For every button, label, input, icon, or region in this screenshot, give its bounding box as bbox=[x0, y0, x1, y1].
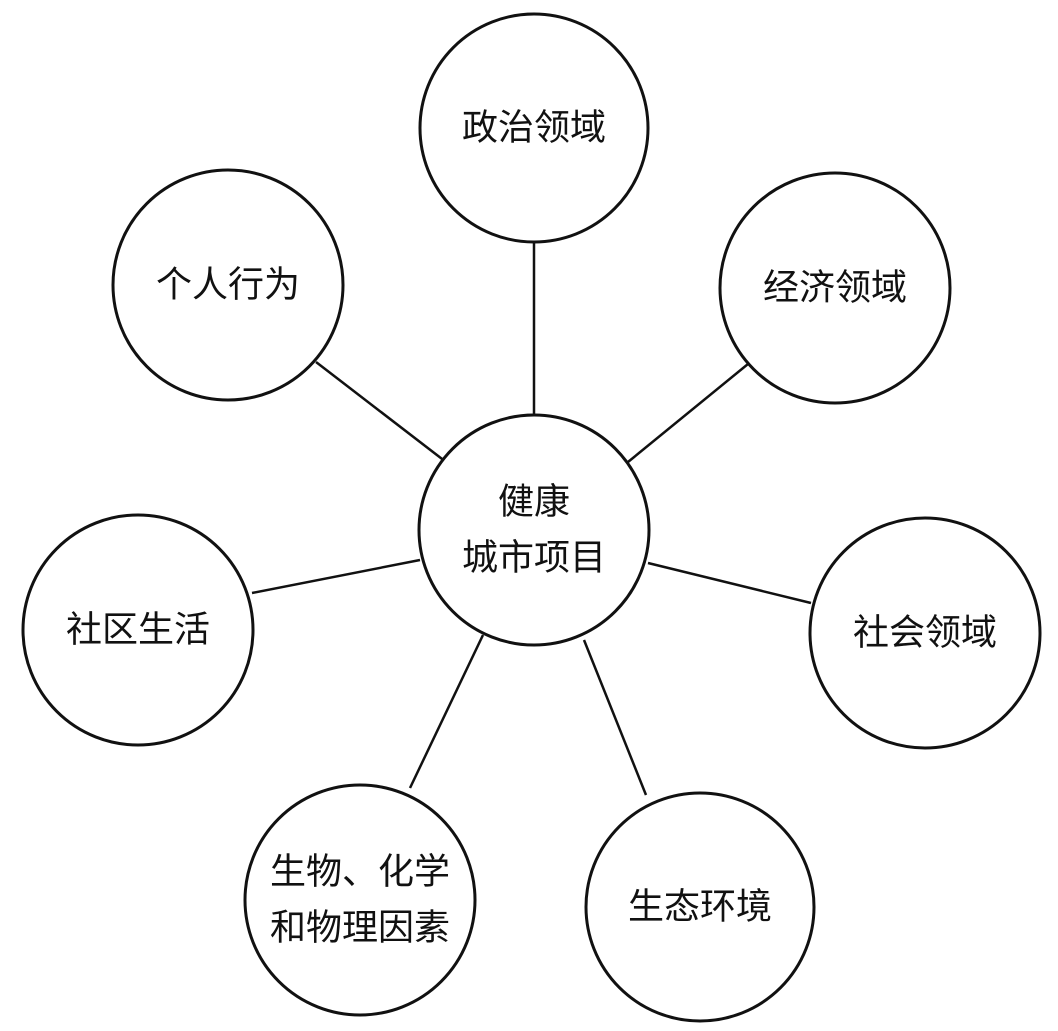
connector-community bbox=[251, 558, 421, 595]
connector-ecological bbox=[582, 639, 648, 796]
node-political: 政治领域 bbox=[418, 12, 650, 244]
connector-economic bbox=[627, 363, 749, 463]
node-label-center-1: 城市项目 bbox=[462, 538, 606, 579]
node-circle-social bbox=[808, 516, 1042, 750]
node-circle-ecological bbox=[584, 791, 816, 1023]
node-label-personal-0: 个人行为 bbox=[156, 265, 300, 306]
node-label-political-0: 政治领域 bbox=[462, 108, 606, 149]
connector-social bbox=[647, 561, 812, 605]
connector-factors bbox=[408, 634, 485, 789]
node-label-community-0: 社区生活 bbox=[66, 610, 210, 651]
node-label-economic-0: 经济领域 bbox=[763, 268, 907, 309]
connector-personal bbox=[315, 361, 447, 463]
node-circle-center bbox=[417, 413, 651, 647]
node-personal: 个人行为 bbox=[111, 168, 345, 402]
node-label-center-0: 健康 bbox=[498, 482, 570, 523]
node-circle-factors bbox=[243, 783, 477, 1017]
node-label-social-0: 社会领域 bbox=[853, 613, 997, 654]
node-community: 社区生活 bbox=[21, 513, 255, 747]
node-social: 社会领域 bbox=[808, 516, 1042, 750]
node-economic: 经济领域 bbox=[718, 171, 952, 405]
connectors bbox=[251, 242, 812, 796]
node-circle-community bbox=[21, 513, 255, 747]
node-circle-personal bbox=[111, 168, 345, 402]
node-circle-political bbox=[418, 12, 650, 244]
node-label-factors-0: 生物、化学 bbox=[270, 852, 450, 893]
node-label-factors-1: 和物理因素 bbox=[270, 908, 450, 949]
node-circle-economic bbox=[718, 171, 952, 405]
node-ecological: 生态环境 bbox=[584, 791, 816, 1023]
node-label-ecological-0: 生态环境 bbox=[628, 887, 772, 928]
